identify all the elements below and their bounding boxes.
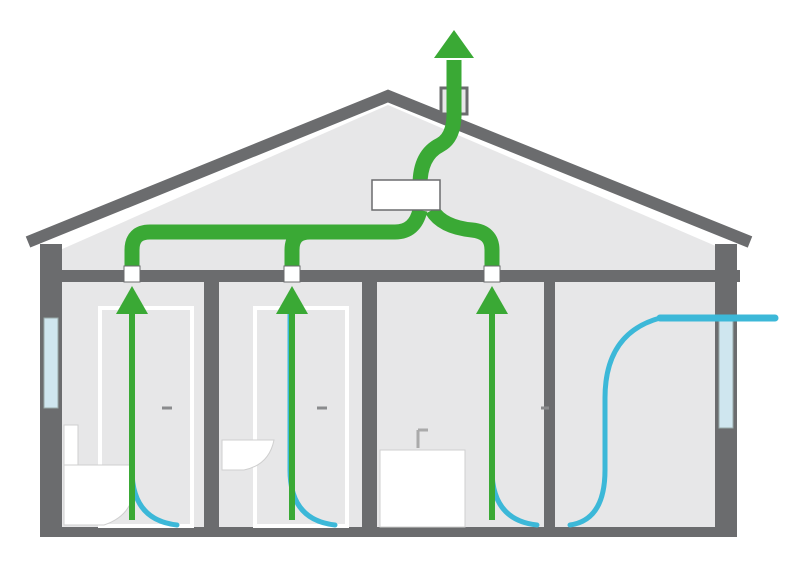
roof — [25, 89, 753, 248]
fixtures — [63, 424, 466, 528]
interior-wall — [362, 282, 377, 527]
extract-ducts — [124, 60, 500, 268]
right-window — [718, 317, 734, 429]
fan-unit — [371, 179, 441, 211]
interior-wall — [204, 282, 219, 527]
exhaust-arrow-up-icon — [434, 30, 474, 58]
extract-arrow-up-icon — [116, 286, 508, 520]
interior-wall — [544, 282, 555, 527]
left-window — [43, 317, 59, 409]
extract-vents — [123, 265, 501, 283]
ceiling — [40, 270, 740, 282]
floor — [40, 527, 737, 537]
